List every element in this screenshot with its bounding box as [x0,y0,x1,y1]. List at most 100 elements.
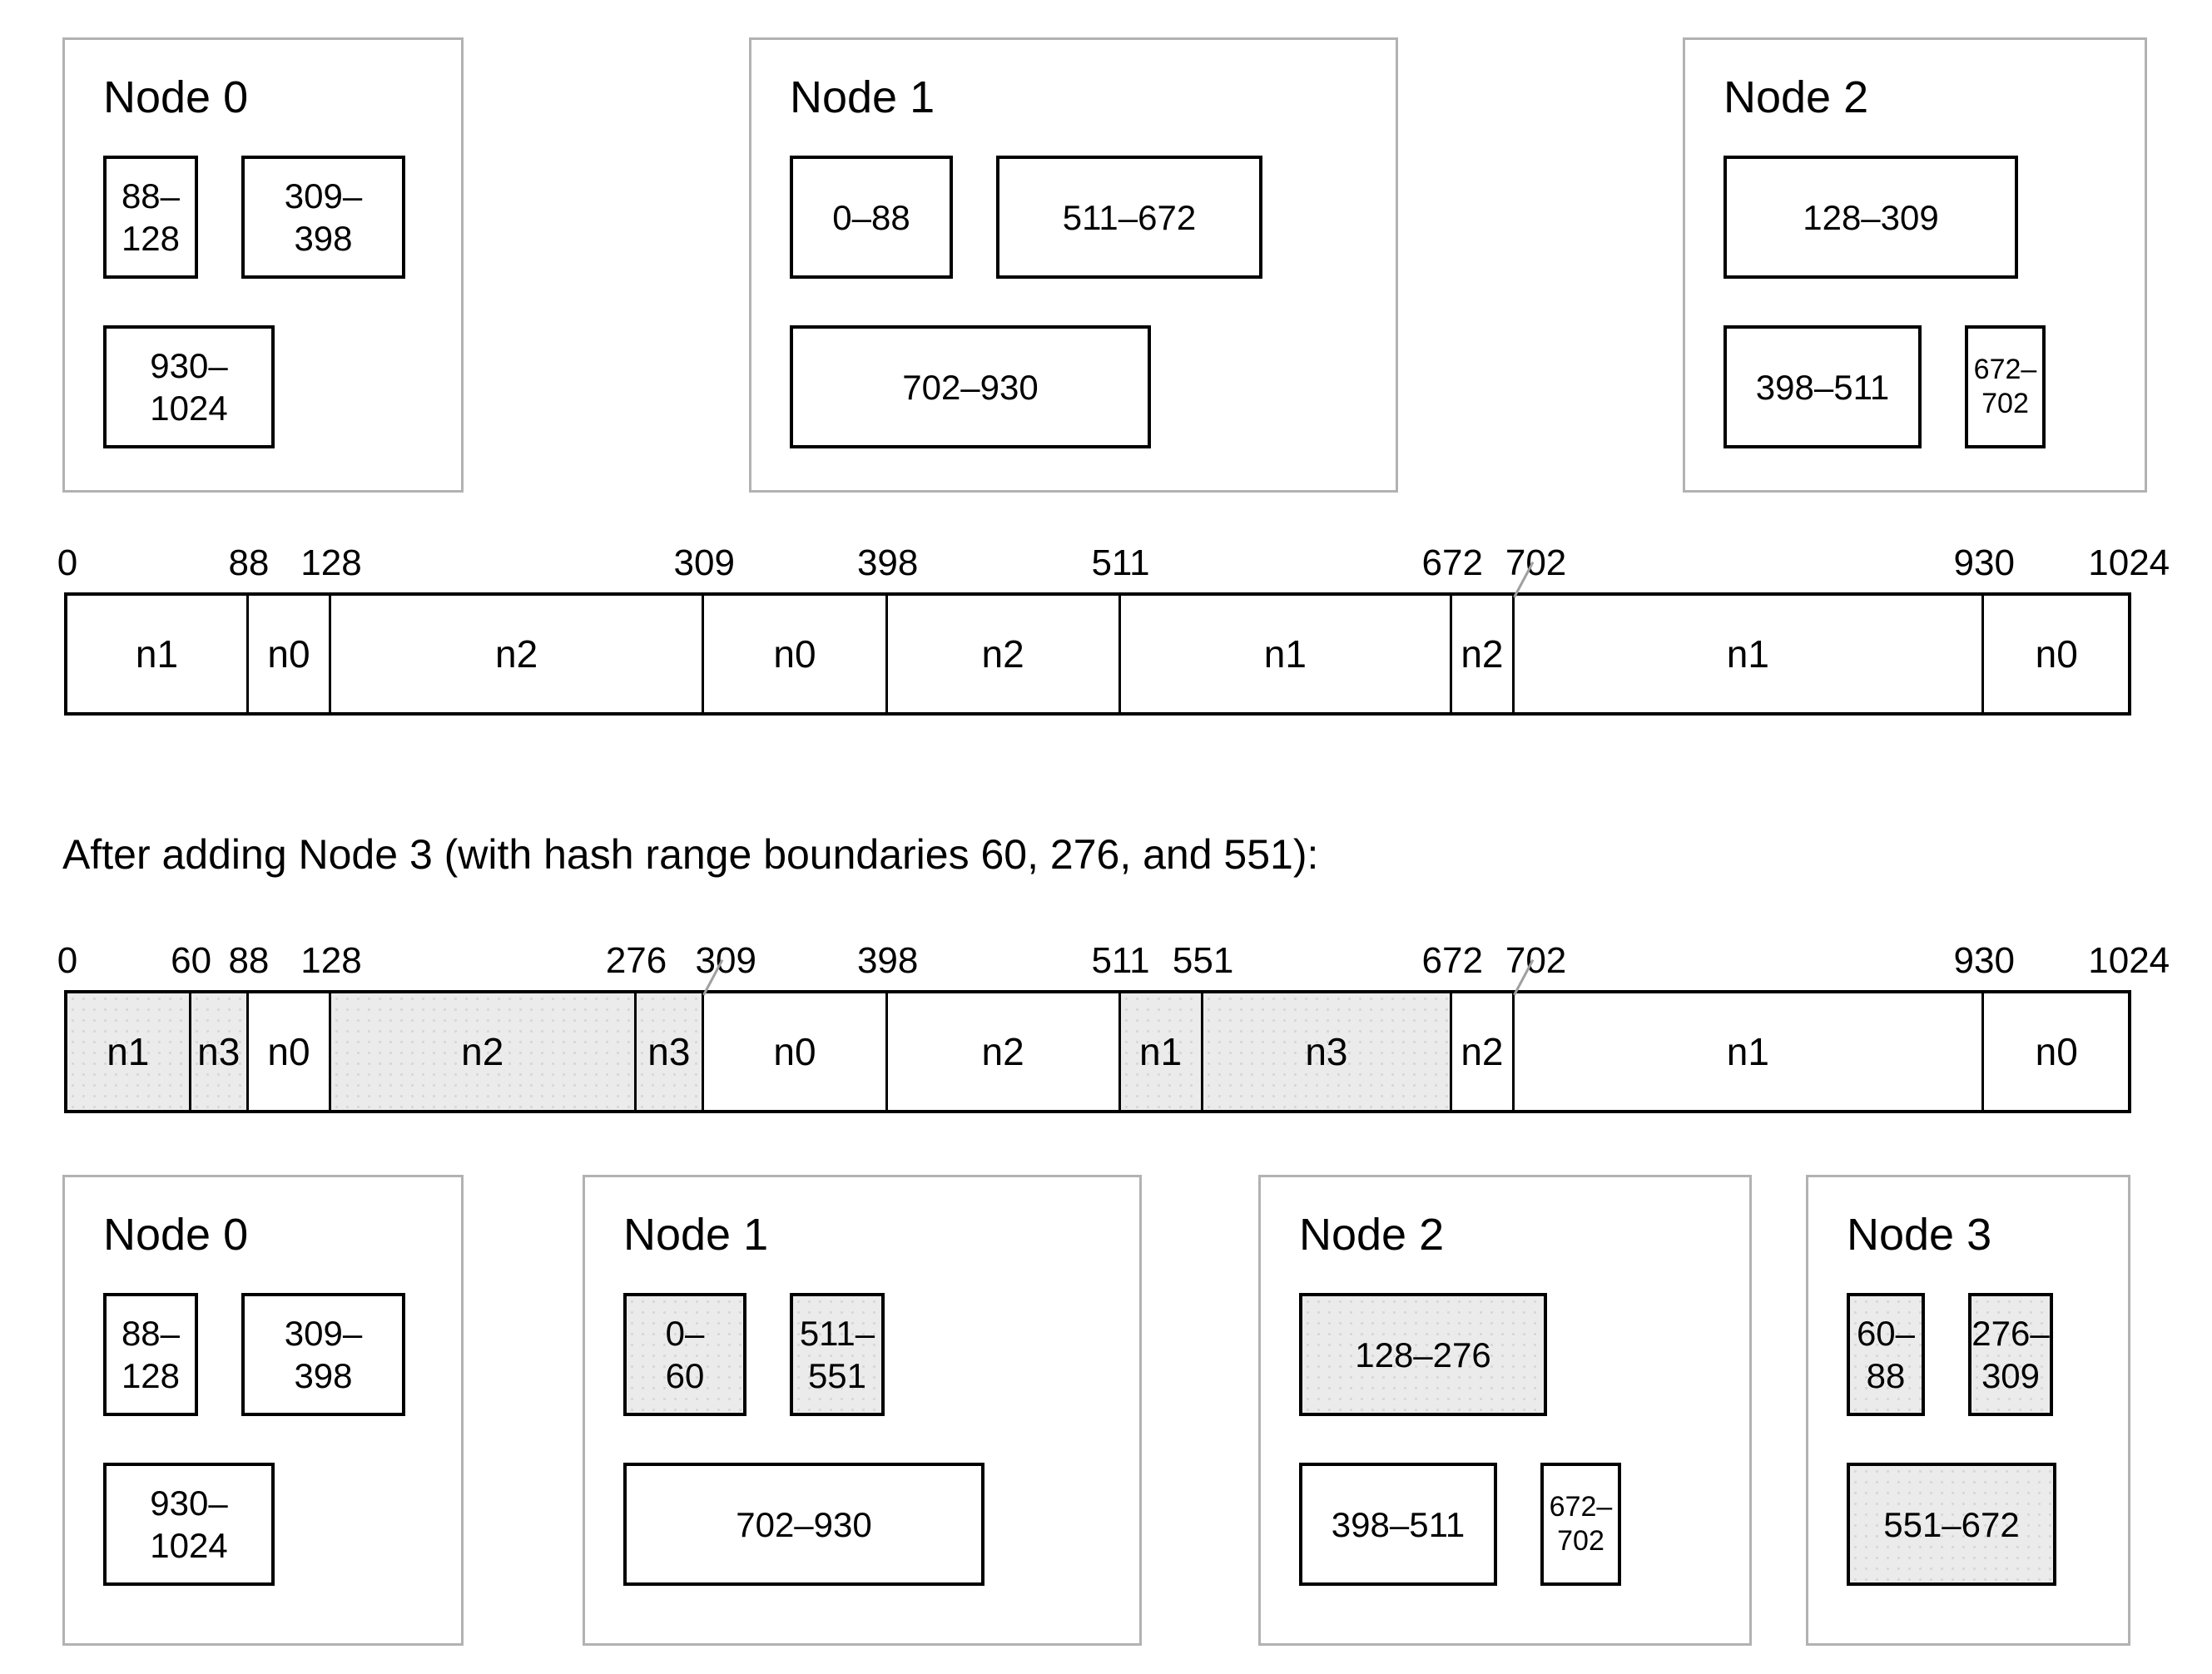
partition-range-label: 672– 702 [1549,1490,1613,1558]
bar-segment-n2: n2 [888,596,1121,712]
segment-node-label: n0 [2035,632,2078,676]
bar-segment-n2: n2 [888,993,1121,1110]
partition-box: 511– 551 [790,1293,885,1417]
partition-range-label: 511– 551 [799,1314,875,1396]
partition-box: 309– 398 [241,1293,405,1417]
bar-segment-n0: n0 [249,993,331,1110]
bar-segment-n0: n0 [249,596,331,712]
tick-label: 0 [57,940,78,981]
tick-label: 128 [300,542,362,583]
partition-range-label: 551–672 [1883,1504,2020,1544]
bar-segment-n2: n2 [1452,993,1515,1110]
bar-segment-n3: n3 [191,993,249,1110]
tick-label: 398 [856,940,919,981]
segment-node-label: n0 [773,632,816,676]
bar-segment-n3: n3 [636,993,705,1110]
segment-node-label: n1 [1138,1030,1183,1073]
segment-node-label: n3 [1305,1030,1348,1073]
bar-segment-n1: n1 [1515,596,1985,712]
tick-label: 1024 [2088,940,2170,981]
partition-box: 702–930 [790,325,1151,449]
tick-label: 672 [1421,542,1483,583]
partition-row: 930– 1024 [103,325,461,449]
partition-range-label: 0–88 [832,197,910,237]
tick-label: 551 [1172,940,1234,981]
tick-label: 1024 [2088,542,2170,583]
node-title: Node 3 [1847,1210,1992,1260]
partition-range-label: 702–930 [902,367,1039,407]
tick-label: 511 [1091,542,1150,583]
segment-node-label: n1 [1263,632,1307,676]
partition-box: 398–511 [1723,325,1922,449]
partition-box: 398–511 [1299,1463,1497,1587]
bar-segment-n0: n0 [704,993,888,1110]
bar-segment-n0: n0 [704,596,888,712]
partition-row: 702–930 [790,325,1396,449]
partition-box: 0–88 [790,156,953,280]
partition-box: 511–672 [996,156,1262,280]
partition-row: 551–672 [1847,1463,2128,1587]
partition-box: 672– 702 [1540,1463,1621,1587]
node-card: Node 1 0–88 511–672 702–930 [749,37,1398,493]
partition-range-label: 398–511 [1331,1504,1466,1544]
node-title: Node 2 [1723,72,1869,122]
partition-range-label: 60– 88 [1856,1314,1916,1396]
partition-box: 551–672 [1847,1463,2056,1587]
node-title: Node 1 [790,72,935,122]
tick-label: 60 [171,940,212,981]
after-title: After adding Node 3 (with hash range bou… [62,831,1319,878]
partition-box: 128–309 [1723,156,2018,280]
partition-row: 128–309 [1723,156,2145,280]
partition-range-label: 88– 128 [121,1314,181,1396]
partition-range-label: 128–276 [1355,1335,1491,1374]
partition-row: 88– 128 309– 398 [103,156,461,280]
partition-range-label: 398–511 [1755,367,1890,407]
tick-label: 930 [1953,940,2015,981]
segment-node-label: n1 [1726,1030,1769,1073]
segment-node-label: n2 [461,1030,504,1073]
segment-node-label: n0 [2035,1030,2078,1073]
partition-range-label: 511–672 [1062,197,1197,237]
partition-box: 60– 88 [1847,1293,1925,1417]
bar-segment-n1: n1 [1121,596,1453,712]
bar-segment-n1: n1 [67,596,249,712]
partition-range-label: 88– 128 [121,176,181,259]
partition-box: 88– 128 [103,156,198,280]
partition-box: 0– 60 [623,1293,746,1417]
segment-node-label: n1 [1726,632,1769,676]
partition-row: 0– 60 511– 551 [623,1293,1139,1417]
tick-label: 930 [1953,542,2015,583]
partition-range-label: 309– 398 [284,176,363,259]
segment-node-label: n1 [107,1030,150,1073]
bar-segment-n1: n1 [1120,993,1203,1110]
node-title: Node 0 [103,72,249,122]
tick-label: 88 [228,940,270,981]
bar-segment-n2: n2 [1452,596,1515,712]
bar-segment-n0: n0 [1984,596,2129,712]
tick-label: 276 [605,940,667,981]
segment-node-label: n0 [267,632,310,676]
bar-segment-n1: n1 [67,993,191,1110]
tick-label: 702 [1505,542,1567,583]
partition-box: 702–930 [623,1463,984,1587]
partition-range-label: 930– 1024 [150,1483,228,1566]
partition-box: 930– 1024 [103,1463,275,1587]
tick-label: 702 [1505,940,1567,981]
segment-node-label: n2 [981,632,1024,676]
segment-node-label: n0 [773,1030,816,1073]
tick-label: 309 [673,542,735,583]
bar-segment-n2: n2 [331,596,705,712]
partition-box: 672– 702 [1965,325,2046,449]
tick-label: 128 [300,940,362,981]
segment-node-label: n3 [647,1030,691,1073]
partition-range-label: 702–930 [736,1504,872,1544]
node-card: Node 2 128–309 398–511 672– 702 [1683,37,2147,493]
node-title: Node 1 [623,1210,769,1260]
node-card: Node 0 88– 128 309– 398 930– 1024 [62,37,464,493]
segment-node-label: n1 [135,632,179,676]
partition-row: 398–511 672– 702 [1723,325,2145,449]
segment-node-label: n2 [495,632,538,676]
